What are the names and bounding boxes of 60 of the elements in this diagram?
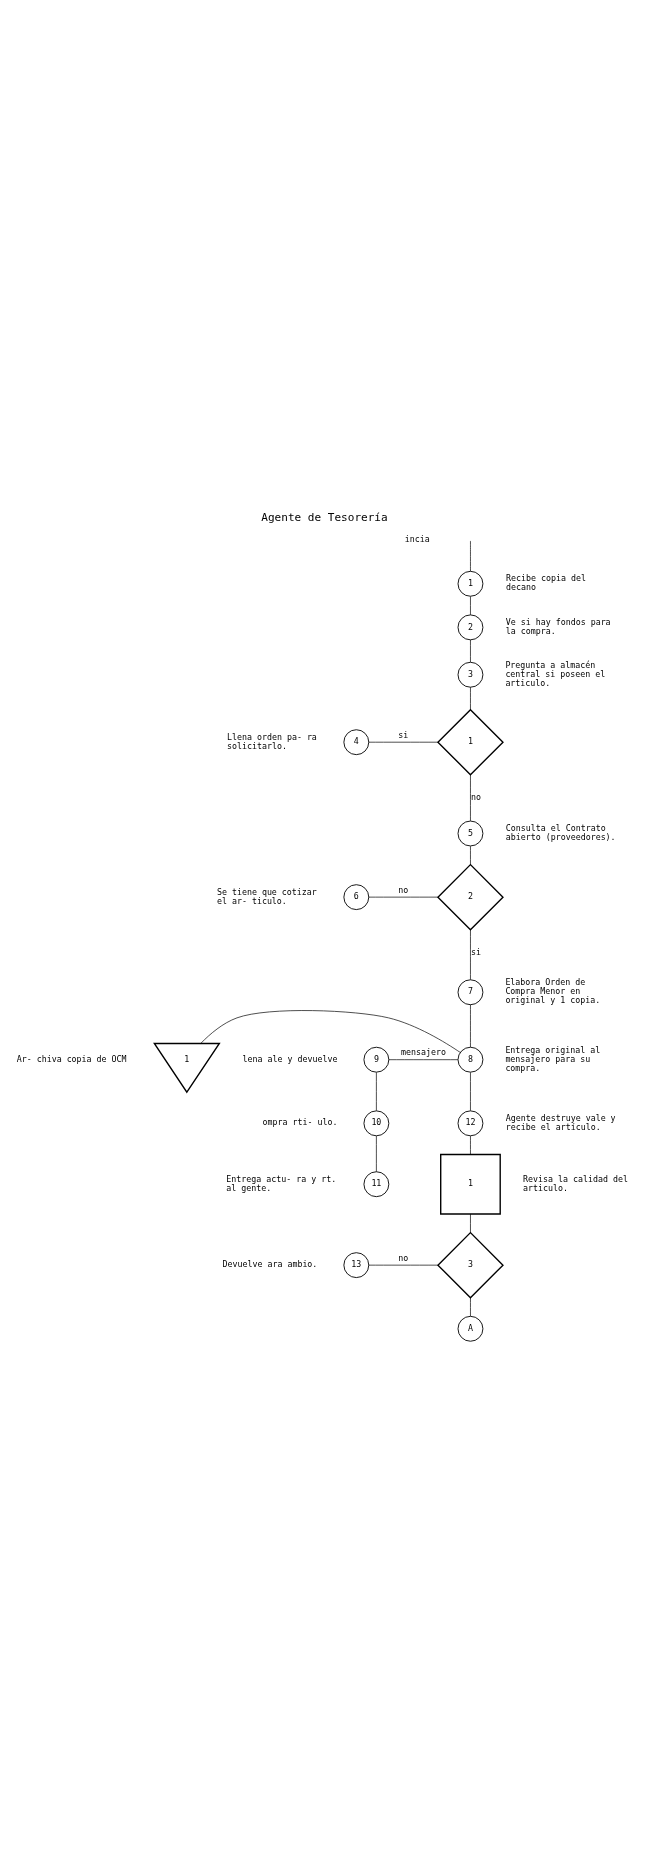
connector bbox=[470, 774, 471, 821]
node-label: Entrega actu- ra y rt. al gente. bbox=[226, 1173, 337, 1193]
node-circle: 4 bbox=[343, 728, 370, 755]
node-circle: 10 bbox=[363, 1109, 390, 1136]
node-circle: 1 bbox=[457, 570, 484, 597]
connector bbox=[470, 1296, 471, 1316]
node-diamond: 3 bbox=[436, 1231, 504, 1299]
diagram-title: Agente de Tesorería bbox=[261, 510, 388, 524]
node-circle: 8 bbox=[457, 1046, 484, 1073]
edge-label: si bbox=[398, 729, 409, 740]
node-diamond: 1 bbox=[436, 708, 504, 776]
node-box: 1 bbox=[440, 1153, 501, 1215]
connector bbox=[368, 1264, 439, 1265]
connector bbox=[470, 1071, 471, 1111]
connector bbox=[470, 639, 471, 662]
edge-label: no bbox=[398, 1252, 409, 1263]
node-circle: 9 bbox=[363, 1046, 390, 1073]
connector bbox=[368, 896, 439, 897]
edge-label: no bbox=[470, 791, 481, 802]
node-label: Devuelve ara ambio. bbox=[222, 1258, 318, 1269]
node-circle: 2 bbox=[457, 613, 484, 640]
node-circle: A bbox=[457, 1315, 484, 1342]
node-label: Pregunta a almacén central si poseen el articulo. bbox=[505, 659, 606, 688]
node-label: Ve si hay fondos para la compra. bbox=[505, 616, 611, 636]
label: incia bbox=[404, 533, 430, 544]
connector bbox=[388, 1058, 459, 1060]
node-circle: 11 bbox=[363, 1170, 390, 1197]
connector bbox=[470, 845, 471, 865]
node-label: lena ale y devuelve bbox=[242, 1053, 338, 1064]
connector bbox=[376, 1071, 377, 1111]
connector bbox=[470, 1213, 471, 1233]
connector bbox=[470, 1135, 471, 1155]
node-label: Entrega original al mensajero para su compra. bbox=[505, 1044, 601, 1073]
connector bbox=[376, 1135, 377, 1172]
connector bbox=[470, 595, 471, 615]
edge-label: si bbox=[470, 946, 481, 957]
edge-label: no bbox=[398, 884, 409, 895]
node-label: Se tiene que cotizar el ar- ticulo. bbox=[216, 886, 317, 906]
node-circle: 7 bbox=[457, 978, 484, 1005]
node-label: ompra rti- ulo. bbox=[262, 1116, 338, 1127]
node-circle: 5 bbox=[457, 820, 484, 846]
node-label: Revisa la calidad del articulo. bbox=[523, 1173, 628, 1193]
node-circle: 3 bbox=[457, 661, 484, 688]
node-circle: 12 bbox=[457, 1109, 484, 1136]
node-label: Ar- chiva copia de OCM bbox=[16, 1053, 127, 1064]
node-circle: 6 bbox=[343, 883, 370, 910]
edge-label: mensajero bbox=[400, 1046, 446, 1057]
connector bbox=[200, 1009, 461, 1053]
connector bbox=[470, 1003, 471, 1047]
node-label: Elabora Orden de Compra Menor en original y 1 copia. bbox=[505, 976, 601, 1005]
node-circle: 13 bbox=[343, 1251, 370, 1278]
node-diamond: 2 bbox=[436, 863, 504, 931]
node-label: Agente destruye vale y recibe el artículo. bbox=[505, 1112, 616, 1132]
node-label: Recibe copia del decano bbox=[506, 572, 587, 592]
connector bbox=[470, 928, 471, 980]
node-label: Llena orden pa- ra solicitarlo. bbox=[226, 731, 317, 751]
connector bbox=[368, 741, 439, 743]
node-label: Consulta el Contrato abierto (proveedores). bbox=[505, 822, 616, 842]
connector bbox=[470, 540, 471, 572]
connector bbox=[470, 686, 471, 710]
